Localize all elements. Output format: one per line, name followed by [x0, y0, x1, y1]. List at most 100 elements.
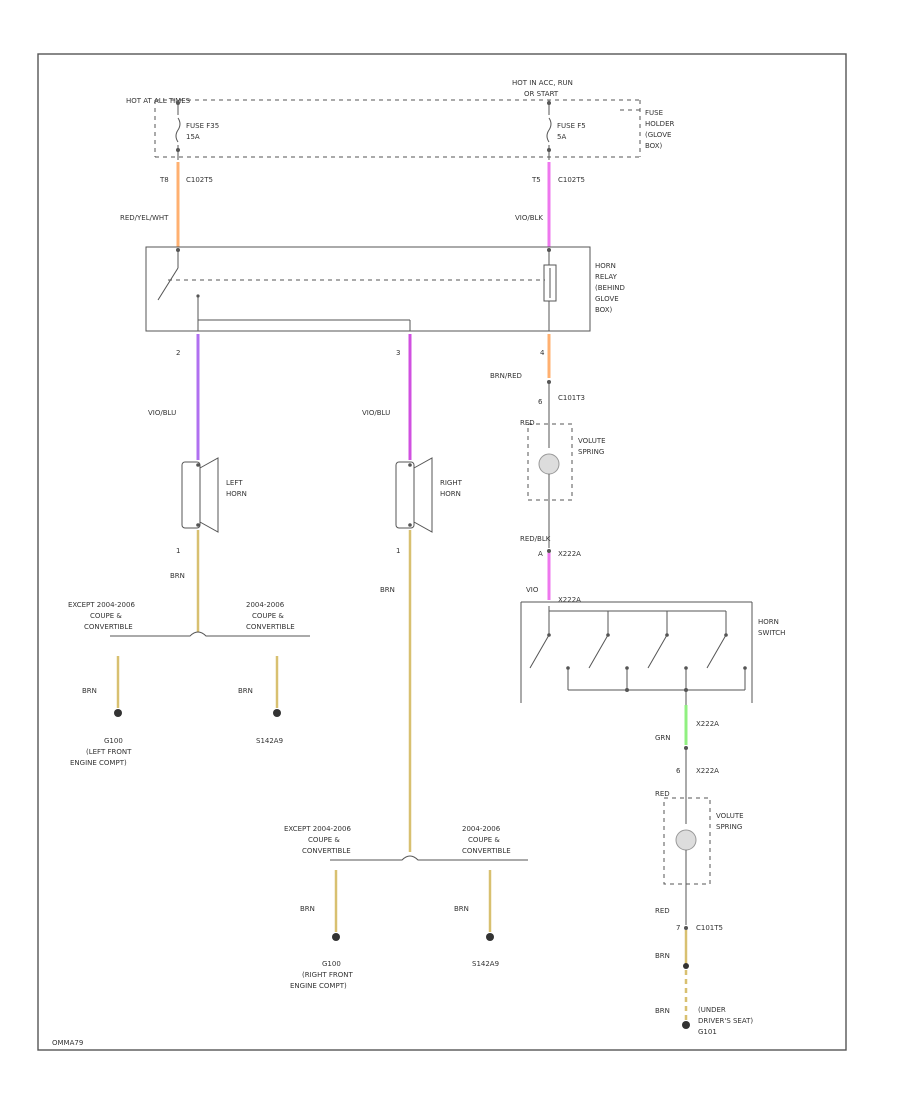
right-ground-a-brn: BRN	[300, 905, 315, 913]
left-ground-b-name: S142A9	[256, 737, 283, 745]
right-ground-b-brn: BRN	[454, 905, 469, 913]
left-except-1: EXCEPT 2004-2006	[68, 601, 135, 609]
right-except-2: COUPE &	[308, 836, 340, 844]
horn-relay-label-1: HORN	[595, 262, 616, 270]
top-spring-pin: 6	[538, 398, 543, 406]
left-horn-label-1: LEFT	[226, 479, 243, 487]
left-fuse	[175, 100, 181, 160]
top-spring-label-2: SPRING	[578, 448, 604, 456]
right-only-3: CONVERTIBLE	[462, 847, 511, 855]
right-except-3: CONVERTIBLE	[302, 847, 351, 855]
right-fuse-label: FUSE F5	[557, 122, 586, 130]
top-spring-label-1: VOLUTE	[578, 437, 606, 445]
horn-switch-conn-b: X222A	[696, 720, 719, 728]
diagram-border	[37, 53, 847, 1051]
right-only-2: COUPE &	[468, 836, 500, 844]
bottom-spring-label-1: VOLUTE	[716, 812, 744, 820]
fuse-holder-label-4: BOX)	[645, 142, 663, 150]
horn-relay-label-3: (BEHIND	[595, 284, 625, 292]
left-only-3: CONVERTIBLE	[246, 623, 295, 631]
left-horn-brn-label: BRN	[170, 572, 185, 580]
left-fuse-label: FUSE F35	[186, 122, 219, 130]
left-ground-a-loc-2: ENGINE COMPT)	[70, 759, 127, 767]
wire-vio-blu-left-label: VIO/BLU	[148, 409, 176, 417]
right-horn-label-1: RIGHT	[440, 479, 463, 487]
bottom-splice	[683, 963, 689, 969]
left-except-2: COUPE &	[90, 612, 122, 620]
wire-vio-blk-label: VIO/BLK	[515, 214, 543, 222]
relay-pin-2: 2	[176, 349, 180, 357]
relay-pin-3: 3	[396, 349, 400, 357]
left-ground-a-name: G100	[104, 737, 123, 745]
relay-pin-4: 4	[540, 349, 545, 357]
right-ground-a-loc-2: ENGINE COMPT)	[290, 982, 347, 990]
left-terminal: T8	[159, 176, 169, 184]
bottom-spring-pin: 7	[676, 924, 680, 932]
bottom-ground-loc-1: (UNDER	[698, 1006, 726, 1014]
relay-switch	[157, 248, 545, 331]
wire-vio-horn-switch-label: VIO	[526, 586, 539, 594]
left-fuse-rating: 15A	[186, 133, 200, 141]
left-horn-label-2: HORN	[226, 490, 247, 498]
right-only-1: 2004-2006	[462, 825, 501, 833]
horn-relay-box	[145, 246, 591, 332]
top-spring-conn: C101T3	[558, 394, 585, 402]
bottom-ground-name: G101	[698, 1028, 717, 1036]
left-only-1: 2004-2006	[246, 601, 285, 609]
horn-switch-contacts	[529, 606, 747, 705]
horn-relay-label-2: RELAY	[595, 273, 618, 281]
bottom-ground-loc-2: DRIVER'S SEAT)	[698, 1017, 753, 1025]
bottom-volute-spring	[663, 750, 711, 930]
fuse-holder	[154, 99, 641, 158]
right-horn-icon	[395, 457, 433, 533]
wire-grn-label: GRN	[655, 734, 671, 742]
horn-switch-box	[520, 601, 753, 703]
grn-splice	[684, 746, 688, 750]
left-ground-a-loc-1: (LEFT FRONT	[86, 748, 132, 756]
left-ground-b-icon	[273, 709, 281, 717]
fuse-holder-label-3: (GLOVE	[645, 131, 671, 139]
horn-switch-pin-c: 6	[676, 767, 681, 775]
left-horn-icon	[181, 457, 219, 533]
fuse-holder-label-1: FUSE	[645, 109, 663, 117]
right-ground-b-name: S142A9	[472, 960, 499, 968]
horn-switch-label-1: HORN	[758, 618, 779, 626]
left-connector: C102T5	[186, 176, 213, 184]
bottom-brn-label-2: BRN	[655, 1007, 670, 1015]
right-horn-label-2: HORN	[440, 490, 461, 498]
diagram-id: OMMA79	[52, 1039, 83, 1047]
horn-relay-label-5: BOX)	[595, 306, 613, 314]
right-ground-b-icon	[486, 933, 494, 941]
relay-coil	[543, 248, 557, 331]
right-horn-pin: 1	[396, 547, 400, 555]
bottom-spring-red: RED	[655, 790, 670, 798]
top-spring-conn-b: X222A	[558, 550, 581, 558]
wire-brn-red-label: BRN/RED	[490, 372, 522, 380]
right-fuse-rating: 5A	[557, 133, 566, 141]
right-horn-brn-label: BRN	[380, 586, 395, 594]
right-ground-a-name: G100	[322, 960, 341, 968]
right-connector: C102T5	[558, 176, 585, 184]
right-ground-a-icon	[332, 933, 340, 941]
left-except-3: CONVERTIBLE	[84, 623, 133, 631]
wire-vio-blu-right-label: VIO/BLU	[362, 409, 390, 417]
top-volute-spring	[527, 380, 573, 553]
top-spring-wire: RED	[520, 419, 535, 427]
right-except-1: EXCEPT 2004-2006	[284, 825, 351, 833]
hot-at-all-times-label: HOT AT ALL TIMES	[126, 97, 191, 105]
bottom-spring-conn: C101T5	[696, 924, 723, 932]
horn-relay-label-4: GLOVE	[595, 295, 619, 303]
bottom-brn-label: BRN	[655, 952, 670, 960]
bottom-spring-label-2: SPRING	[716, 823, 742, 831]
or-start-label: OR START	[524, 90, 559, 98]
fuse-holder-label-2: HOLDER	[645, 120, 674, 128]
horn-switch-label-2: SWITCH	[758, 629, 785, 637]
horn-switch-conn-c: X222A	[696, 767, 719, 775]
hot-acc-run-label: HOT IN ACC, RUN	[512, 79, 573, 87]
right-terminal: T5	[531, 176, 541, 184]
right-ground-a-loc-1: (RIGHT FRONT	[302, 971, 353, 979]
bottom-spring-red-b: RED	[655, 907, 670, 915]
horn-switch-conn: X222A	[558, 596, 581, 604]
right-fuse	[546, 100, 552, 160]
